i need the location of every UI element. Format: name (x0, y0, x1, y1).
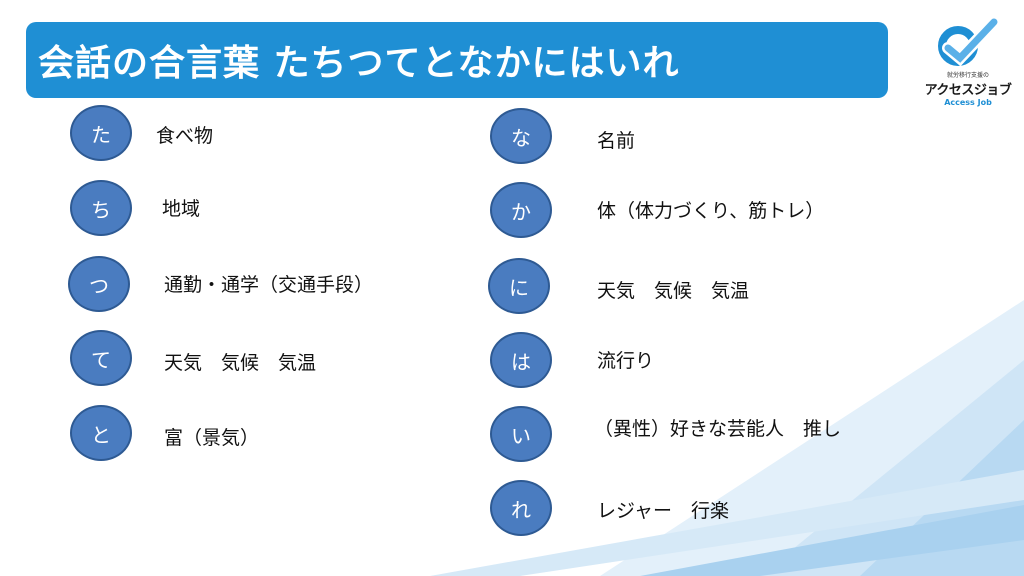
title-bar: 会話の合言葉 たちつてとなかにはいれ (26, 22, 888, 98)
logo-tagline: 就労移行支援の (946, 72, 989, 79)
item-label: 名前 (597, 130, 636, 152)
kana-circle: ち (70, 180, 132, 236)
kana-circle: れ (490, 480, 552, 536)
item-label: 通勤・通学（交通手段） (164, 274, 374, 296)
kana-circle: た (70, 105, 132, 161)
item-label: 天気 気候 気温 (164, 352, 317, 374)
kana-circle: に (488, 258, 550, 314)
item-label: （異性）好きな芸能人 推し (594, 418, 842, 440)
kana-circle: い (490, 406, 552, 462)
check-swoosh-icon (938, 16, 1000, 67)
kana-circle: て (70, 330, 132, 386)
item-label: 流行り (597, 350, 655, 372)
item-label: 地域 (162, 198, 201, 220)
item-label: 食べ物 (156, 125, 214, 147)
kana-circle: つ (68, 256, 130, 312)
kana-circle: は (490, 332, 552, 388)
item-label: 富（景気） (164, 427, 260, 449)
item-label: 体（体力づくり、筋トレ） (597, 200, 825, 222)
company-logo: 就労移行支援の アクセスジョブ Access Job (920, 16, 1016, 116)
item-label: レジャー 行楽 (597, 500, 730, 522)
item-label: 天気 気候 気温 (597, 280, 750, 302)
logo-sub: Access Job (944, 98, 992, 107)
kana-circle: か (490, 182, 552, 238)
page-title: 会話の合言葉 たちつてとなかにはいれ (38, 43, 680, 84)
kana-circle: と (70, 405, 132, 461)
logo-name: アクセスジョブ (924, 83, 1012, 98)
kana-circle: な (490, 108, 552, 164)
